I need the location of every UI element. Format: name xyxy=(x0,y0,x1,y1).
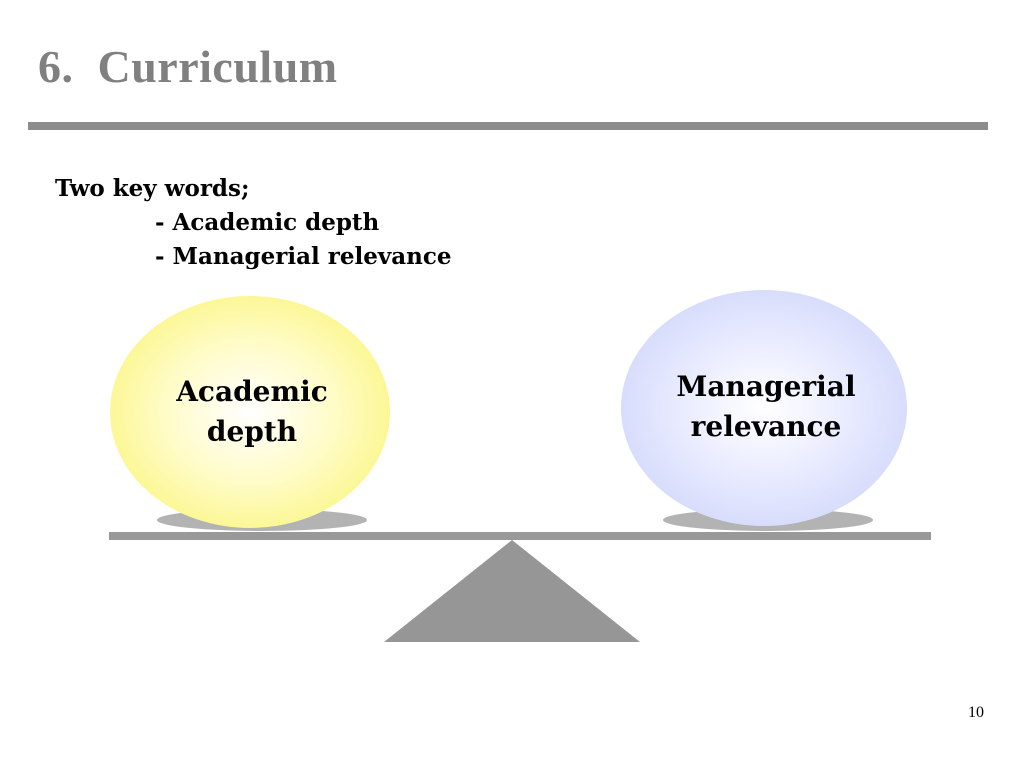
managerial-relevance-label-line2: relevance xyxy=(690,410,842,443)
key-word-academic-depth: - Academic depth xyxy=(155,209,380,236)
page-number: 10 xyxy=(968,704,984,721)
scale-beam xyxy=(109,532,931,540)
academic-depth-ball xyxy=(110,296,390,528)
managerial-relevance-label: Managerial relevance xyxy=(646,367,886,447)
key-word-managerial-relevance: - Managerial relevance xyxy=(155,243,452,270)
managerial-relevance-label-line1: Managerial xyxy=(676,370,856,403)
slide-title: 6. Curriculum xyxy=(38,41,338,92)
key-words-block: Two key words; - Academic depth - Manage… xyxy=(55,172,452,274)
academic-depth-label-line1: Academic xyxy=(176,375,328,408)
academic-depth-label-line2: depth xyxy=(206,415,298,448)
key-words-heading: Two key words; xyxy=(55,175,250,202)
academic-depth-label: Academic depth xyxy=(132,372,372,452)
title-divider xyxy=(28,122,988,130)
scale-fulcrum xyxy=(384,540,640,642)
managerial-relevance-ball xyxy=(621,290,907,526)
